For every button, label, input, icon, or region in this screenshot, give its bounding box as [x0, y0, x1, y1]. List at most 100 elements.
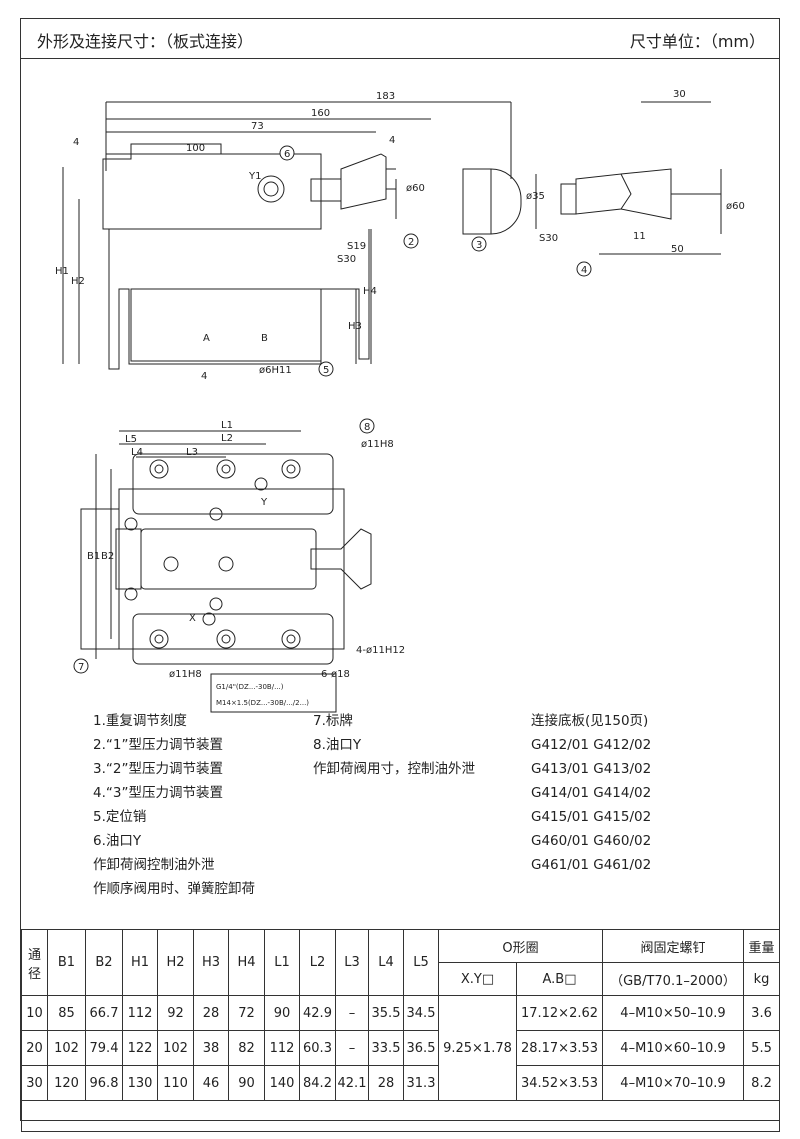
plan-knob: [310, 528, 372, 590]
label-y1: Y1: [248, 171, 261, 182]
cell: 92: [157, 995, 194, 1031]
legend-item: 作卸荷阀控制油外泄: [93, 857, 215, 873]
head-l2: L2: [299, 929, 336, 996]
legend-item: 2.“1”型压力调节装置: [93, 737, 223, 753]
head-h4: H4: [228, 929, 265, 996]
callout-2: 2: [408, 237, 414, 248]
legend-col-2: 7.标牌 8.油口Y 作卸荷阀用寸，控制油外泄: [313, 709, 475, 781]
head-h1: H1: [122, 929, 158, 996]
page-title: 外形及连接尺寸：（板式连接）: [37, 32, 254, 51]
cell: 33.5: [368, 1030, 404, 1066]
dim-b1: B1: [87, 551, 100, 562]
dim-h1: H1: [55, 266, 69, 277]
cell: 4–M10×60–10.9: [602, 1030, 745, 1066]
dim-h4: H4: [363, 286, 377, 297]
head-l4: L4: [368, 929, 404, 996]
dimension-table-wrap: 通径 B1 B2 H1 H2 H3 H4 L1 L2 L3 L4 L5 O形圈 …: [20, 929, 781, 1132]
cell: 30: [21, 1065, 48, 1101]
adjust-nut: [310, 178, 342, 202]
dim-4b: 4: [389, 135, 395, 146]
cell: 130: [122, 1065, 158, 1101]
cell: 34.5: [403, 995, 439, 1031]
legend-item: G460/01 G460/02: [531, 833, 652, 849]
note-line-2: M14×1.5(DZ...-30B/.../2...): [216, 699, 309, 707]
head-oring-ab: A.B□: [515, 962, 604, 996]
dim-hole4: 4-ø11H12: [356, 645, 405, 656]
cell: 122: [122, 1030, 158, 1066]
cell: 84.2: [299, 1065, 336, 1101]
cell: 112: [122, 995, 158, 1031]
legend-item: 6.油口Y: [93, 833, 142, 849]
dim-phi60a: ø60: [406, 183, 425, 194]
legend-col-1: 1.重复调节刻度 2.“1”型压力调节装置 3.“2”型压力调节装置 4.“3”…: [93, 709, 255, 901]
legend-item: 连接底板(见150页): [531, 713, 649, 729]
dim-l2: L2: [221, 433, 233, 444]
head-l1: L1: [264, 929, 300, 996]
cell: 66.7: [85, 995, 123, 1031]
label-port-y: Y: [260, 497, 268, 508]
dim-h3: H3: [348, 321, 362, 332]
cell: 17.12×2.62: [515, 995, 604, 1031]
dim-4a: 4: [73, 137, 79, 148]
cell: 102: [157, 1030, 194, 1066]
plan-outline: [118, 488, 345, 650]
cell: 36.5: [403, 1030, 439, 1066]
head-h2: H2: [157, 929, 194, 996]
legend: 1.重复调节刻度 2.“1”型压力调节装置 3.“2”型压力调节装置 4.“3”…: [21, 709, 779, 929]
cell: 140: [264, 1065, 300, 1101]
callout-4: 4: [581, 265, 587, 276]
table-row: 10 85 66.7 112 92 28 72 90 42.9 – 35.5 3…: [21, 995, 781, 1101]
port-y-circle: [257, 175, 285, 203]
unit-label: 尺寸单位：（mm）: [629, 32, 765, 51]
cell: 4–M10×50–10.9: [602, 995, 745, 1031]
legend-item: 1.重复调节刻度: [93, 713, 187, 729]
callout-5: 5: [323, 365, 329, 376]
head-screw-std: （GB/T70.1–2000）: [602, 962, 745, 996]
cell: 31.3: [403, 1065, 439, 1101]
detail-4-knob: [575, 173, 632, 215]
dim-30: 30: [673, 89, 686, 100]
dim-11: 11: [633, 231, 646, 242]
drawing-frame: 外形及连接尺寸：（板式连接） 尺寸单位：（mm）: [20, 18, 781, 1132]
cell: 28: [193, 995, 229, 1031]
head-weight-unit: kg: [743, 962, 781, 996]
head-l3: L3: [335, 929, 369, 996]
dim-phi11h8a: ø11H8: [361, 439, 394, 450]
cell: 102: [47, 1030, 86, 1066]
cell: 38: [193, 1030, 229, 1066]
dimension-table: 通径 B1 B2 H1 H2 H3 H4 L1 L2 L3 L4 L5 O形圈 …: [20, 929, 781, 1132]
cell: 72: [228, 995, 265, 1031]
head-oring-xy: X.Y□: [438, 962, 517, 996]
plan-valve-body: [140, 528, 317, 590]
dim-l3: L3: [186, 447, 198, 458]
legend-item: 作顺序阀用时、弹簧腔卸荷: [93, 881, 255, 897]
callout-7: 7: [78, 662, 84, 673]
dim-160: 160: [311, 108, 330, 119]
cell: 82: [228, 1030, 265, 1066]
cell: 90: [264, 995, 300, 1031]
dim-73: 73: [251, 121, 264, 132]
header-bar: 外形及连接尺寸：（板式连接） 尺寸单位：（mm）: [21, 19, 779, 59]
head-h3: H3: [193, 929, 229, 996]
legend-item: 3.“2”型压力调节装置: [93, 761, 223, 777]
dim-b2: B2: [101, 551, 114, 562]
cell: 28: [368, 1065, 404, 1101]
cell: 110: [157, 1065, 194, 1101]
adjust-knob: [340, 153, 387, 210]
label-port-b: B: [261, 333, 268, 344]
cell: 3.6: [743, 995, 781, 1031]
legend-item: G415/01 G415/02: [531, 809, 652, 825]
plan-base-plate: [132, 453, 334, 515]
valve-body-lower: [108, 229, 370, 370]
head-l5: L5: [403, 929, 439, 996]
dim-s30b: S30: [539, 233, 558, 244]
cell: 10: [21, 995, 48, 1031]
cell: 90: [228, 1065, 265, 1101]
table-row: 20 102 79.4 122 102 38 82 112 60.3 – 33.…: [21, 1030, 781, 1066]
dim-hole6: 6-ø18: [321, 669, 350, 680]
dim-h2: H2: [71, 276, 85, 287]
legend-item: G414/01 G414/02: [531, 785, 652, 801]
cell: 34.52×3.53: [515, 1065, 604, 1101]
callout-8: 8: [364, 422, 370, 433]
cell: 96.8: [85, 1065, 123, 1101]
